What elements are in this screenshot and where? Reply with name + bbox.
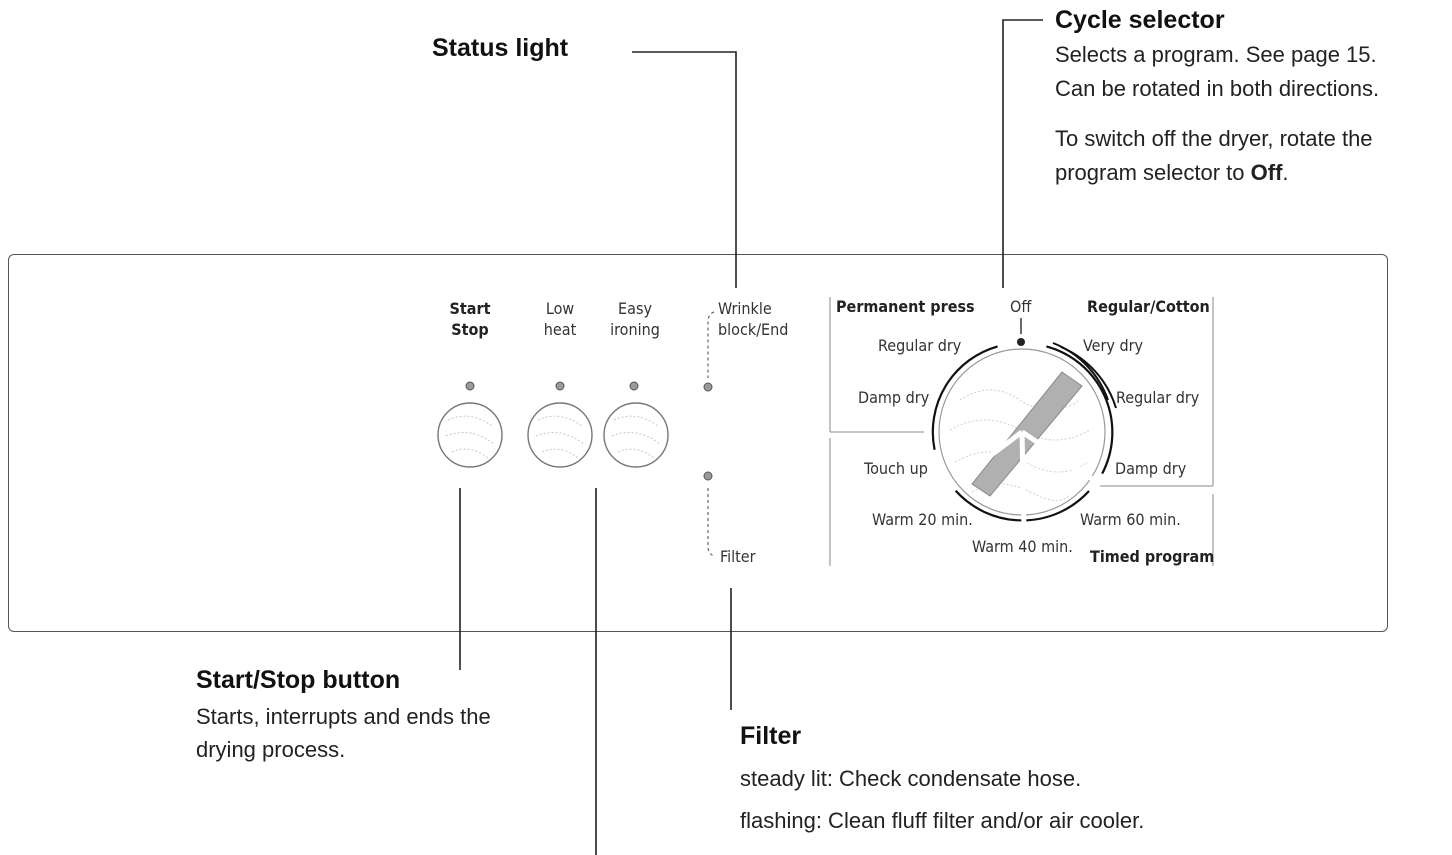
low-heat-button — [527, 402, 593, 468]
dial-warm-20: Warm 20 min. — [872, 510, 973, 529]
arc-regular-cotton — [1046, 345, 1114, 475]
dial-warm-60: Warm 60 min. — [1080, 510, 1181, 529]
off-position-dot — [1017, 338, 1025, 346]
dial-warm-40: Warm 40 min. — [972, 537, 1073, 556]
wrinkle-block-led — [703, 382, 713, 392]
cycle-selector-line-2: Can be rotated in both directions. — [1055, 76, 1380, 101]
dial-pp-damp-dry: Damp dry — [858, 388, 930, 407]
start-stop-led — [465, 381, 475, 391]
cycle-selector-off-line-1: To switch off the dryer, rotate the — [1055, 126, 1373, 151]
filter-indicator-label: Filter — [720, 547, 756, 566]
filter-led — [703, 471, 713, 481]
cycle-selector-title: Cycle selector — [1055, 6, 1225, 34]
easy-ironing-led — [629, 381, 639, 391]
filter-title: Filter — [740, 722, 802, 750]
off-word: Off — [1250, 160, 1283, 185]
group-regular-cotton: Regular/Cotton — [1087, 297, 1210, 316]
wrinkle-bracket — [707, 311, 715, 378]
filter-line-2: flashing: Clean fluff filter and/or air … — [740, 808, 1145, 833]
status-light-title: Status light — [432, 34, 569, 62]
filter-bracket — [707, 488, 715, 557]
control-panel — [8, 254, 1388, 632]
cycle-selector-off-line-2: program selector to Off. — [1055, 160, 1289, 185]
start-stop-title: Start/Stop button — [196, 666, 401, 694]
easy-ironing-button — [603, 402, 669, 468]
low-heat-led — [555, 381, 565, 391]
filter-line-1: steady lit: Check condensate hose. — [740, 766, 1082, 791]
dial-touch-up: Touch up — [864, 459, 928, 478]
status-light-leader — [632, 51, 737, 288]
start-stop-line-2: drying process. — [196, 737, 346, 762]
group-permanent-press: Permanent press — [836, 297, 975, 316]
dial-off-label: Off — [1010, 297, 1032, 316]
dial-rc-very-dry: Very dry — [1083, 336, 1144, 355]
group-timed-program: Timed program — [1090, 547, 1215, 566]
start-stop-line-1: Starts, interrupts and ends the — [196, 704, 491, 729]
cycle-selector-line-1: Selects a program. See page 15. — [1055, 42, 1377, 67]
dial-rc-damp-dry: Damp dry — [1115, 459, 1187, 478]
cycle-selector-leader — [1002, 19, 1043, 288]
arc-permanent-press — [931, 345, 998, 451]
dial-pp-regular-dry: Regular dry — [878, 336, 962, 355]
start-stop-button — [437, 402, 503, 468]
dial-rc-regular-dry: Regular dry — [1116, 388, 1200, 407]
